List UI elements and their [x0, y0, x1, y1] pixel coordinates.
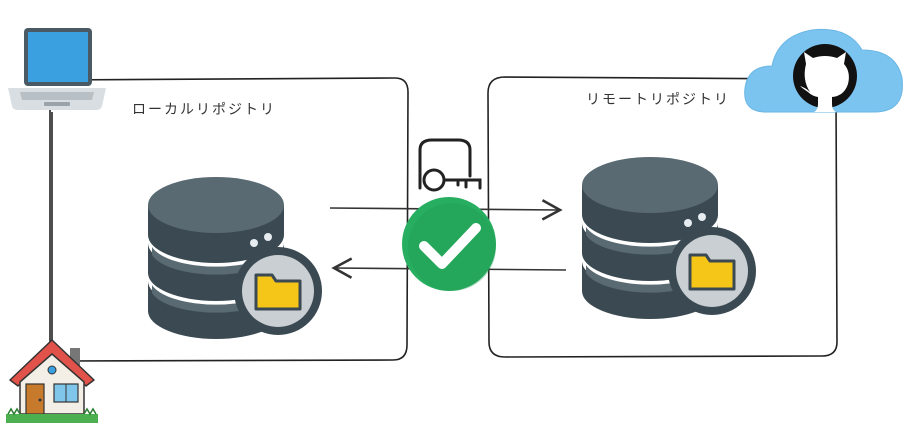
house-icon [6, 339, 98, 423]
check-circle-icon [402, 197, 496, 291]
remote-database-icon [580, 155, 758, 321]
remote-repository-label: リモートリポジトリ [586, 92, 730, 108]
key-lock-icon [418, 138, 482, 192]
local-database-icon [146, 175, 324, 341]
laptop-icon [8, 28, 106, 110]
local-repository-label: ローカルリポジトリ [132, 102, 276, 118]
github-cloud-icon [744, 28, 903, 113]
